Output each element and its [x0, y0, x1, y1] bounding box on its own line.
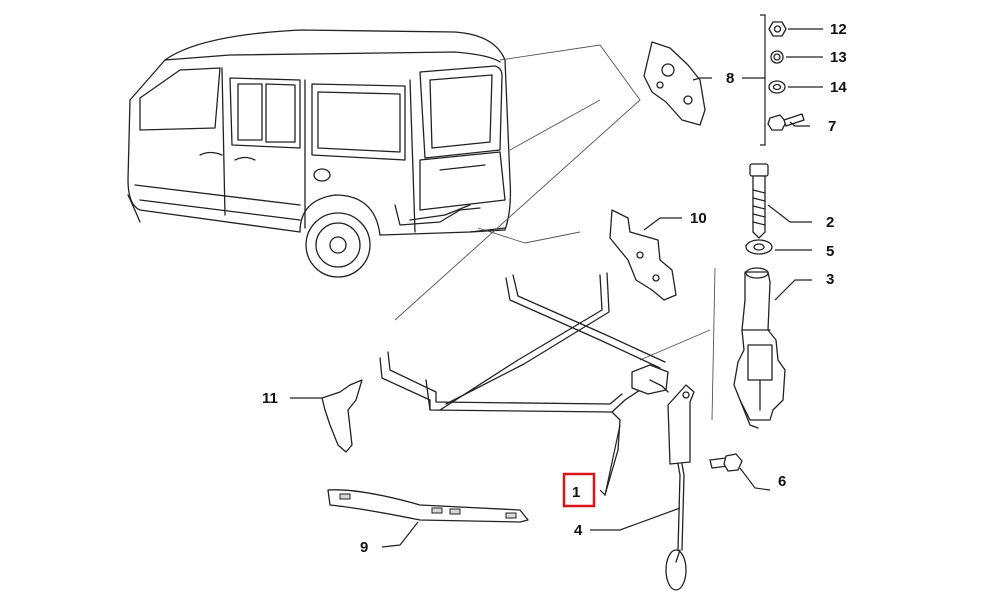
callout-13: 13 [830, 49, 847, 66]
part-2-bolt [749, 163, 769, 239]
part-9-strap [327, 489, 529, 523]
part-4-cable [665, 384, 695, 591]
part-10-bracket [609, 209, 677, 301]
callout-14: 14 [830, 79, 847, 96]
callout-12: 12 [830, 21, 847, 38]
callout-1-highlighted[interactable]: 1 [562, 472, 596, 508]
fasteners-group [742, 14, 805, 146]
callout-10: 10 [690, 210, 707, 227]
part-8-plate [643, 41, 706, 126]
callout-11: 11 [262, 390, 278, 407]
highlight-box [562, 472, 596, 508]
callout-6: 6 [778, 473, 786, 490]
part-6-screw [709, 453, 743, 472]
part-3-holder [733, 267, 786, 429]
callout-4: 4 [574, 522, 583, 539]
callout-3: 3 [826, 271, 834, 288]
callout-9: 9 [360, 539, 368, 556]
part-5-washer [745, 239, 773, 255]
callout-2: 2 [826, 214, 834, 231]
callout-labels: 12 13 14 7 8 2 5 3 10 11 6 4 9 [262, 21, 847, 556]
extension-lines [394, 44, 716, 421]
callout-1: 1 [572, 484, 580, 501]
callout-5: 5 [826, 243, 834, 260]
part-11-bracket [321, 379, 363, 453]
leader-lines [290, 28, 823, 548]
van-illustration [127, 29, 512, 278]
part-1-spare-wheel-carrier [379, 272, 669, 496]
callout-7: 7 [828, 118, 836, 135]
callout-8: 8 [726, 70, 734, 87]
